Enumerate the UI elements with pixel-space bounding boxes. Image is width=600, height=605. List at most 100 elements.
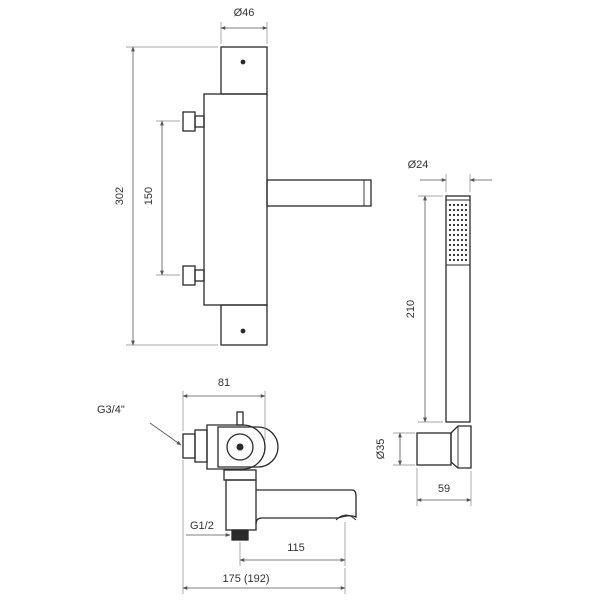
spout-pipe <box>266 179 372 207</box>
nozzle-dot <box>456 208 460 212</box>
nozzle-dot <box>456 203 460 207</box>
top-cap <box>220 46 268 95</box>
spout-collar <box>223 469 257 481</box>
nozzle-dot <box>456 233 460 237</box>
nozzle-dot <box>452 228 456 232</box>
nozzle-dot <box>452 218 456 222</box>
label-body-depth: 81 <box>218 377 230 389</box>
nozzle-dot <box>452 243 456 247</box>
nozzle-dot <box>464 233 468 237</box>
nozzle-dot <box>452 238 456 242</box>
nozzle-dot <box>448 228 452 232</box>
nozzle-dot <box>464 223 468 227</box>
nozzle-dot <box>460 243 464 247</box>
nozzle-dot <box>448 258 452 262</box>
nozzle-dot <box>452 223 456 227</box>
shower-nozzles <box>448 203 468 262</box>
nozzle-dot <box>460 228 464 232</box>
holder-wall-plate <box>416 432 452 466</box>
spout-arm <box>255 489 357 525</box>
side-body <box>206 424 266 470</box>
upper-inlet-nut <box>182 111 196 132</box>
nozzle-dot <box>460 223 464 227</box>
nozzle-dot <box>464 213 468 217</box>
nozzle-dot <box>452 253 456 257</box>
handle-pin <box>236 411 244 426</box>
nozzle-dot <box>448 233 452 237</box>
nozzle-dot <box>460 233 464 237</box>
nozzle-dot <box>452 248 456 252</box>
label-inlet-thread: G3/4" <box>97 404 125 416</box>
nozzle-dot <box>464 258 468 262</box>
side-body-rear <box>217 426 279 468</box>
nozzle-dot <box>456 243 460 247</box>
lower-inlet-nut <box>182 265 196 286</box>
hand-shower-body <box>445 195 471 423</box>
top-cap-screw <box>240 59 246 65</box>
nozzle-dot <box>456 218 460 222</box>
nozzle-dot <box>464 218 468 222</box>
bottom-cap <box>220 304 268 346</box>
nozzle-dot <box>452 258 456 262</box>
nozzle-dot <box>460 203 464 207</box>
bottom-cap-screw <box>240 328 246 334</box>
nozzle-dot <box>456 258 460 262</box>
upper-inlet-stem <box>194 115 205 128</box>
side-knob <box>226 433 254 461</box>
nozzle-dot <box>464 208 468 212</box>
nozzle-dot <box>460 258 464 262</box>
inlet-nut <box>194 429 208 463</box>
nozzle-dot <box>448 203 452 207</box>
side-view: 81 G3/4" G1/2 115 175 (192) <box>97 377 357 594</box>
label-outlet-thread: G1/2 <box>190 520 214 532</box>
label-shower-diameter: Ø24 <box>408 159 429 171</box>
nozzle-dot <box>456 253 460 257</box>
nozzle-dot <box>460 238 464 242</box>
nozzle-dot <box>456 223 460 227</box>
nozzle-dot <box>460 218 464 222</box>
label-inlet-spacing: 150 <box>143 187 155 205</box>
outlet-thread <box>231 529 249 541</box>
mixer-body <box>203 93 268 306</box>
holder-bracket <box>450 425 472 469</box>
label-total-depth: 175 (192) <box>222 573 269 585</box>
nozzle-dot <box>448 238 452 242</box>
label-holder-depth: 59 <box>438 483 450 495</box>
label-holder-diameter: Ø35 <box>375 439 387 460</box>
nozzle-dot <box>456 248 460 252</box>
leader-inlet-thread <box>149 422 182 446</box>
nozzle-dot <box>452 208 456 212</box>
nozzle-dot <box>448 253 452 257</box>
spout-outlet <box>335 514 357 521</box>
nozzle-dot <box>464 243 468 247</box>
label-spout-reach: 115 <box>287 542 305 554</box>
nozzle-dot <box>464 248 468 252</box>
lower-inlet-stem <box>194 269 205 282</box>
nozzle-dot <box>448 223 452 227</box>
front-view: Ø46 302 150 <box>114 7 372 346</box>
label-shower-length: 210 <box>405 300 417 318</box>
nozzle-dot <box>448 208 452 212</box>
nozzle-dot <box>452 213 456 217</box>
side-knob-center <box>236 443 244 451</box>
nozzle-dot <box>448 248 452 252</box>
nozzle-dot <box>460 253 464 257</box>
inlet-stub <box>182 433 196 459</box>
nozzle-dot <box>460 248 464 252</box>
nozzle-dot <box>452 233 456 237</box>
nozzle-dot <box>452 203 456 207</box>
nozzle-dot <box>464 203 468 207</box>
nozzle-dot <box>464 238 468 242</box>
label-total-height: 302 <box>114 187 126 205</box>
nozzle-dot <box>464 253 468 257</box>
nozzle-dot <box>456 228 460 232</box>
spout-column <box>225 479 257 531</box>
nozzle-dot <box>464 228 468 232</box>
hand-shower-view: Ø24 210 Ø35 59 <box>375 159 492 506</box>
nozzle-dot <box>460 208 464 212</box>
label-top-width: Ø46 <box>234 7 255 19</box>
nozzle-dot <box>456 238 460 242</box>
nozzle-dot <box>456 213 460 217</box>
